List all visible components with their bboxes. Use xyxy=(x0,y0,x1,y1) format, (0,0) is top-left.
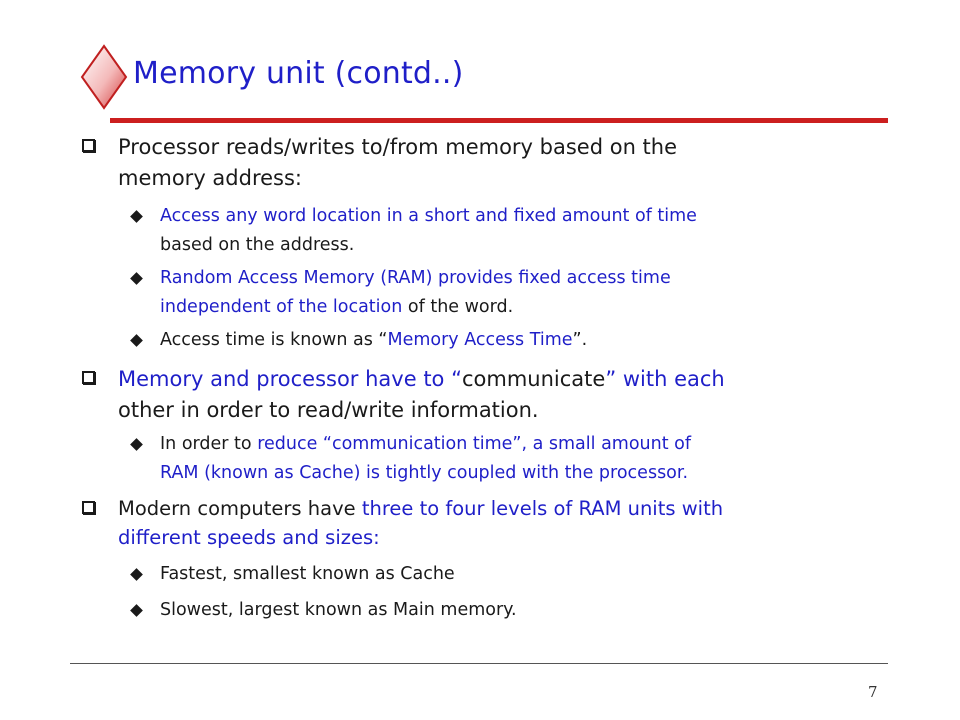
diamond-bullet-icon xyxy=(130,604,143,617)
bullet-2-sub-1-line-2: RAM (known as Cache) is tightly coupled … xyxy=(160,463,689,483)
bullet-1-sub-2-line-1: Random Access Memory (RAM) provides fixe… xyxy=(160,268,671,288)
bullet-2-sub-1-blue-1: reduce “communication time”, a small amo… xyxy=(257,434,692,454)
bullet-1-sub-3-pre: Access time is known as “ xyxy=(160,330,388,350)
page-title: Memory unit (contd..) xyxy=(133,56,464,91)
bullet-1-sub-3-post: ”. xyxy=(572,330,588,350)
footer-rule xyxy=(70,663,888,664)
bullet-3-blue-1: three to four levels of RAM units with xyxy=(361,497,724,520)
bullet-2-line-1-a: Memory and processor have to “ xyxy=(118,367,462,391)
bullet-1-sub-2-line-2-rest: of the word. xyxy=(402,297,514,317)
bullet-1-sub-3-blue: Memory Access Time xyxy=(387,330,573,350)
bullet-3-sub-2-text: Slowest, largest known as Main memory. xyxy=(160,600,517,620)
bullet-3-pre: Modern computers have xyxy=(118,497,362,520)
bullet-2-line-1-b: ” with each xyxy=(605,367,725,391)
square-bullet-icon xyxy=(82,501,95,514)
bullet-3-sub-1-text: Fastest, smallest known as Cache xyxy=(160,564,455,584)
square-bullet-icon xyxy=(82,139,95,152)
bullet-2-line-2: other in order to read/write information… xyxy=(118,398,539,422)
page-number: 7 xyxy=(868,683,878,701)
bullet-1-sub-1-line-2: based on the address. xyxy=(160,235,355,255)
diamond-bullet-icon xyxy=(130,272,143,285)
diamond-bullet-icon xyxy=(130,334,143,347)
bullet-1-sub-1-line-1: Access any word location in a short and … xyxy=(160,206,697,226)
bullet-2-sub-1-pre: In order to xyxy=(160,434,258,454)
square-bullet-icon xyxy=(82,371,95,384)
bullet-1-line-1: Processor reads/writes to/from memory ba… xyxy=(118,135,678,159)
diamond-bullet-icon xyxy=(130,568,143,581)
bullet-1-line-2: memory address: xyxy=(118,166,302,190)
diamond-bullet-icon xyxy=(130,438,143,451)
diamond-icon xyxy=(80,44,128,110)
diamond-bullet-icon xyxy=(130,210,143,223)
title-rule xyxy=(110,118,888,123)
bullet-3-line-2: different speeds and sizes: xyxy=(118,526,380,549)
bullet-1-sub-2-line-2-blue: independent of the location xyxy=(160,297,403,317)
bullet-2-line-1-black: communicate xyxy=(461,367,606,391)
